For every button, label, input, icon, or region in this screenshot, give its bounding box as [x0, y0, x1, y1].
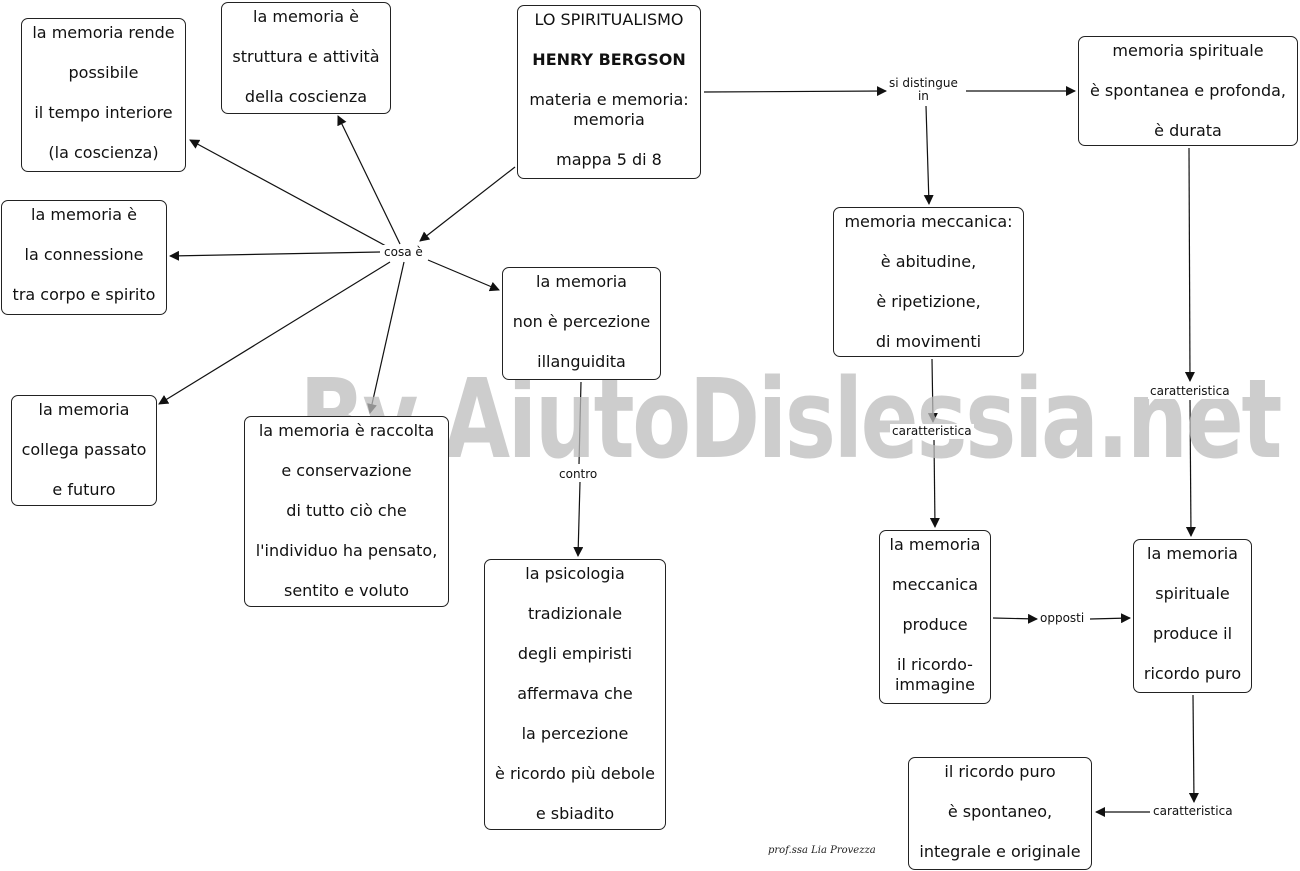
node-line: possibile: [68, 63, 139, 82]
title-line-1: LO SPIRITUALISMO: [534, 10, 684, 29]
node-line: produce il: [1152, 624, 1233, 643]
node-line: il tempo interiore: [34, 103, 173, 122]
node-line: non è percezione: [512, 312, 651, 331]
edge-title-distingue: [703, 86, 887, 97]
link-label-cosa-e: cosa è: [382, 245, 425, 260]
node-line: integrale e originale: [919, 842, 1081, 861]
node-line: è spontanea e profonda,: [1089, 81, 1286, 100]
node-line: la memoria: [889, 535, 981, 554]
node-produce-ricordo-immagine[interactable]: la memoria meccanica produce il ricordo-…: [879, 530, 991, 704]
node-line: ricordo puro: [1143, 664, 1242, 683]
node-line: e futuro: [52, 480, 116, 499]
node-line: collega passato: [21, 440, 147, 459]
node-line: immagine: [894, 675, 975, 694]
edge-spirituale-caratt: [1184, 147, 1195, 382]
node-line: è abitudine,: [880, 252, 977, 271]
node-struttura-attivita[interactable]: la memoria è struttura e attività della …: [221, 2, 391, 114]
node-produce-ricordo-puro[interactable]: la memoria spirituale produce il ricordo…: [1133, 539, 1252, 693]
node-line: produce: [902, 615, 968, 634]
node-line: di movimenti: [875, 332, 982, 351]
node-line: la percezione: [521, 724, 629, 743]
node-line: è durata: [1154, 121, 1222, 140]
edge-caratt-puro: [1185, 399, 1196, 537]
node-line: spirituale: [1155, 584, 1230, 603]
edge-distingue-meccanica: [923, 105, 934, 205]
node-line: la connessione: [24, 245, 144, 264]
author-signature: prof.ssa Lia Provezza: [768, 845, 876, 856]
title-line-3: materia e memoria:: [529, 90, 689, 109]
edge-cosa-raccolta: [367, 261, 405, 414]
node-line: la memoria: [1147, 544, 1238, 563]
edge-non-contro: [578, 381, 582, 465]
edge-immagine-opposti: [992, 613, 1038, 624]
link-label-line: si distingue: [889, 76, 958, 90]
edge-contro-psicologia: [573, 481, 584, 557]
node-line: l'individuo ha pensato,: [255, 541, 438, 560]
link-label-line: in: [917, 89, 929, 103]
node-line: il ricordo-: [897, 655, 973, 674]
edge-opposti-puro: [1089, 613, 1131, 624]
node-line: la memoria rende: [32, 23, 175, 42]
title-node[interactable]: LO SPIRITUALISMO HENRY BERGSON materia e…: [517, 5, 701, 179]
node-line: e sbiadito: [535, 804, 615, 823]
link-label-caratteristica-spirituale: caratteristica: [1148, 384, 1232, 399]
edge-puro-caratt: [1188, 694, 1199, 803]
link-label-caratteristica-puro: caratteristica: [1151, 804, 1235, 819]
node-line: il ricordo puro: [944, 762, 1056, 781]
node-line: la memoria è raccolta: [258, 421, 435, 440]
title-line-4: memoria: [573, 110, 645, 129]
link-label-opposti: opposti: [1038, 611, 1087, 626]
node-line: e conservazione: [281, 461, 412, 480]
node-ricordo-puro[interactable]: il ricordo puro è spontaneo, integrale e…: [908, 757, 1092, 870]
node-line: è spontaneo,: [947, 802, 1053, 821]
edge-cosa-collega: [158, 261, 391, 405]
edge-cosa-struttura: [337, 115, 401, 245]
node-line: degli empiristi: [517, 644, 633, 663]
edge-title-cosa: [419, 166, 516, 242]
node-line: è ricordo più debole: [495, 764, 655, 783]
node-memoria-spirituale[interactable]: memoria spirituale è spontanea e profond…: [1078, 36, 1298, 146]
node-collega-passato[interactable]: la memoria collega passato e futuro: [11, 395, 157, 506]
node-non-percezione[interactable]: la memoria non è percezione illanguidita: [502, 267, 661, 380]
node-line: affermava che: [517, 684, 633, 703]
title-line-5: mappa 5 di 8: [556, 150, 662, 169]
title-line-2: HENRY BERGSON: [532, 50, 686, 69]
link-label-caratteristica-meccanica: caratteristica: [890, 424, 974, 439]
node-line: tradizionale: [527, 604, 623, 623]
node-line: illanguidita: [537, 352, 626, 371]
node-rende-possibile[interactable]: la memoria rende possibile il tempo inte…: [21, 18, 186, 172]
node-line: è ripetizione,: [876, 292, 981, 311]
edge-meccanica-caratt: [927, 358, 938, 423]
link-label-contro: contro: [557, 467, 600, 482]
edge-cosa-non-percezione: [427, 259, 500, 292]
node-line: la memoria: [38, 400, 130, 419]
node-connessione[interactable]: la memoria è la connessione tra corpo e …: [1, 200, 167, 315]
node-line: meccanica: [891, 575, 978, 594]
node-line: (la coscienza): [48, 143, 159, 162]
node-line: la memoria è: [253, 7, 359, 26]
node-line: tra corpo e spirito: [12, 285, 156, 304]
node-psicologia-tradizionale[interactable]: la psicologia tradizionale degli empiris…: [484, 559, 666, 830]
edge-cosa-rende: [189, 139, 387, 247]
node-line: sentito e voluto: [283, 581, 410, 600]
node-line: della coscienza: [244, 87, 368, 106]
node-line: la memoria: [536, 272, 627, 291]
edge-cosa-connessione: [169, 250, 381, 261]
node-memoria-meccanica[interactable]: memoria meccanica: è abitudine, è ripeti…: [833, 207, 1024, 357]
node-line: la memoria è: [31, 205, 137, 224]
link-label-si-distingue: si distingue in: [887, 76, 960, 104]
node-line: di tutto ciò che: [286, 501, 407, 520]
node-line: memoria spirituale: [1112, 41, 1264, 60]
edge-caratt-immagine: [929, 439, 940, 528]
node-line: struttura e attività: [232, 47, 380, 66]
node-line: memoria meccanica:: [844, 212, 1013, 231]
node-line: la psicologia: [525, 564, 625, 583]
node-raccolta[interactable]: la memoria è raccolta e conservazione di…: [244, 416, 449, 607]
